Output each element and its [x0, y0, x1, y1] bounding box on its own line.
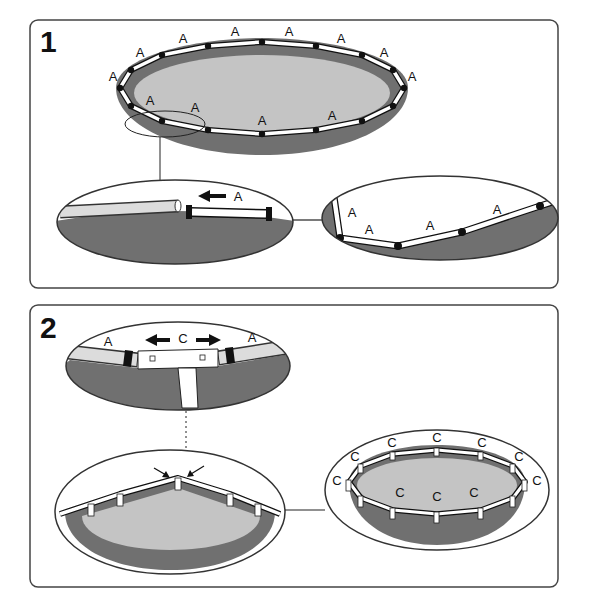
- part-label: A: [231, 24, 240, 39]
- part-label: A: [380, 45, 389, 60]
- part-label: A: [328, 108, 337, 123]
- part-label: C: [514, 449, 523, 464]
- part-label: A: [493, 202, 502, 217]
- part-label: C: [332, 473, 341, 488]
- part-label: C: [477, 435, 486, 450]
- part-label: A: [191, 100, 200, 115]
- part-label: A: [248, 330, 257, 345]
- part-label: C: [350, 449, 359, 464]
- part-label: C: [532, 473, 541, 488]
- part-label: C: [432, 430, 441, 445]
- part-label: C: [387, 435, 396, 450]
- part-label: A: [179, 31, 188, 46]
- part-label: A: [234, 189, 243, 204]
- part-label: C: [469, 485, 478, 500]
- part-label: A: [146, 93, 155, 108]
- part-label: A: [136, 45, 145, 60]
- part-label: C: [178, 331, 187, 346]
- part-label: A: [258, 113, 267, 128]
- part-label: A: [285, 24, 294, 39]
- part-label: C: [432, 489, 441, 504]
- part-label: A: [426, 218, 435, 233]
- step-number: 2: [40, 312, 57, 344]
- part-label: A: [104, 334, 113, 349]
- part-label: C: [395, 485, 404, 500]
- step-number: 1: [40, 26, 57, 58]
- part-label: A: [408, 69, 417, 84]
- part-label: A: [365, 222, 374, 237]
- part-label: A: [337, 31, 346, 46]
- part-label: A: [109, 69, 118, 84]
- part-label: A: [348, 205, 357, 220]
